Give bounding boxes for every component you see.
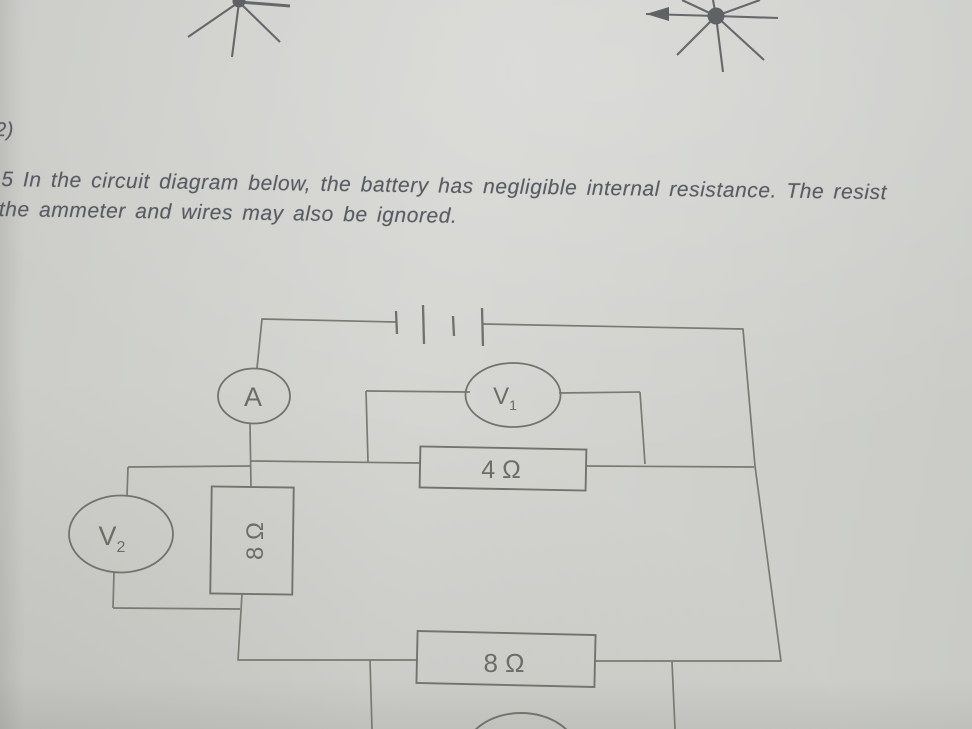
voltmeter-2: V2 <box>68 494 174 574</box>
ammeter: A <box>217 367 291 425</box>
wire-bottom-branch-right <box>671 661 676 729</box>
partial-meter-bottom <box>474 712 568 729</box>
battery-plate-long-2 <box>480 307 485 347</box>
wire-v1-left <box>365 390 471 393</box>
battery-symbol <box>394 304 485 347</box>
asterisk-doodle-right-icon <box>645 0 779 73</box>
battery-plate-short-1 <box>394 310 399 335</box>
wire-top-left <box>256 318 397 369</box>
wire-v2-top-riser <box>126 466 129 497</box>
wire-v1-left-riser <box>365 390 369 463</box>
wire-v1-right-riser <box>639 391 646 465</box>
resistor-8ohm-bottom-label: 8 Ω <box>483 648 524 678</box>
battery-plate-short-2 <box>451 315 456 337</box>
wire-top-right-side <box>482 323 782 662</box>
resistor-4ohm-label: 4 Ω <box>481 456 521 484</box>
wire-ammeter-to-junction <box>249 423 252 488</box>
battery-plate-long-1 <box>421 304 426 345</box>
voltmeter-1-label: V1 <box>493 383 517 413</box>
wire-v2-bottom-riser <box>112 571 115 609</box>
resistor-4ohm: 4 Ω <box>418 445 588 492</box>
circuit-wires <box>112 318 782 729</box>
asterisk-doodle-left-icon <box>187 0 291 58</box>
wire-4ohm-to-right <box>585 465 755 468</box>
wire-v2-top <box>127 465 252 468</box>
wire-bottom-left <box>237 593 417 661</box>
resistor-8ohm-vertical-label: 8 Ω <box>242 522 269 560</box>
wire-v2-bottom <box>112 607 241 610</box>
wire-bottom-branch-left <box>369 659 373 729</box>
voltmeter-2-label: V2 <box>99 521 126 556</box>
wire-v1-right <box>558 391 641 394</box>
resistor-8ohm-vertical: 8 Ω <box>209 485 295 596</box>
resistor-8ohm-bottom: 8 Ω <box>415 630 597 688</box>
arrowhead-left-icon <box>646 7 669 21</box>
voltmeter-1: V1 <box>464 362 562 428</box>
ammeter-label: A <box>244 382 262 412</box>
wire-junction-to-4ohm <box>250 460 421 464</box>
